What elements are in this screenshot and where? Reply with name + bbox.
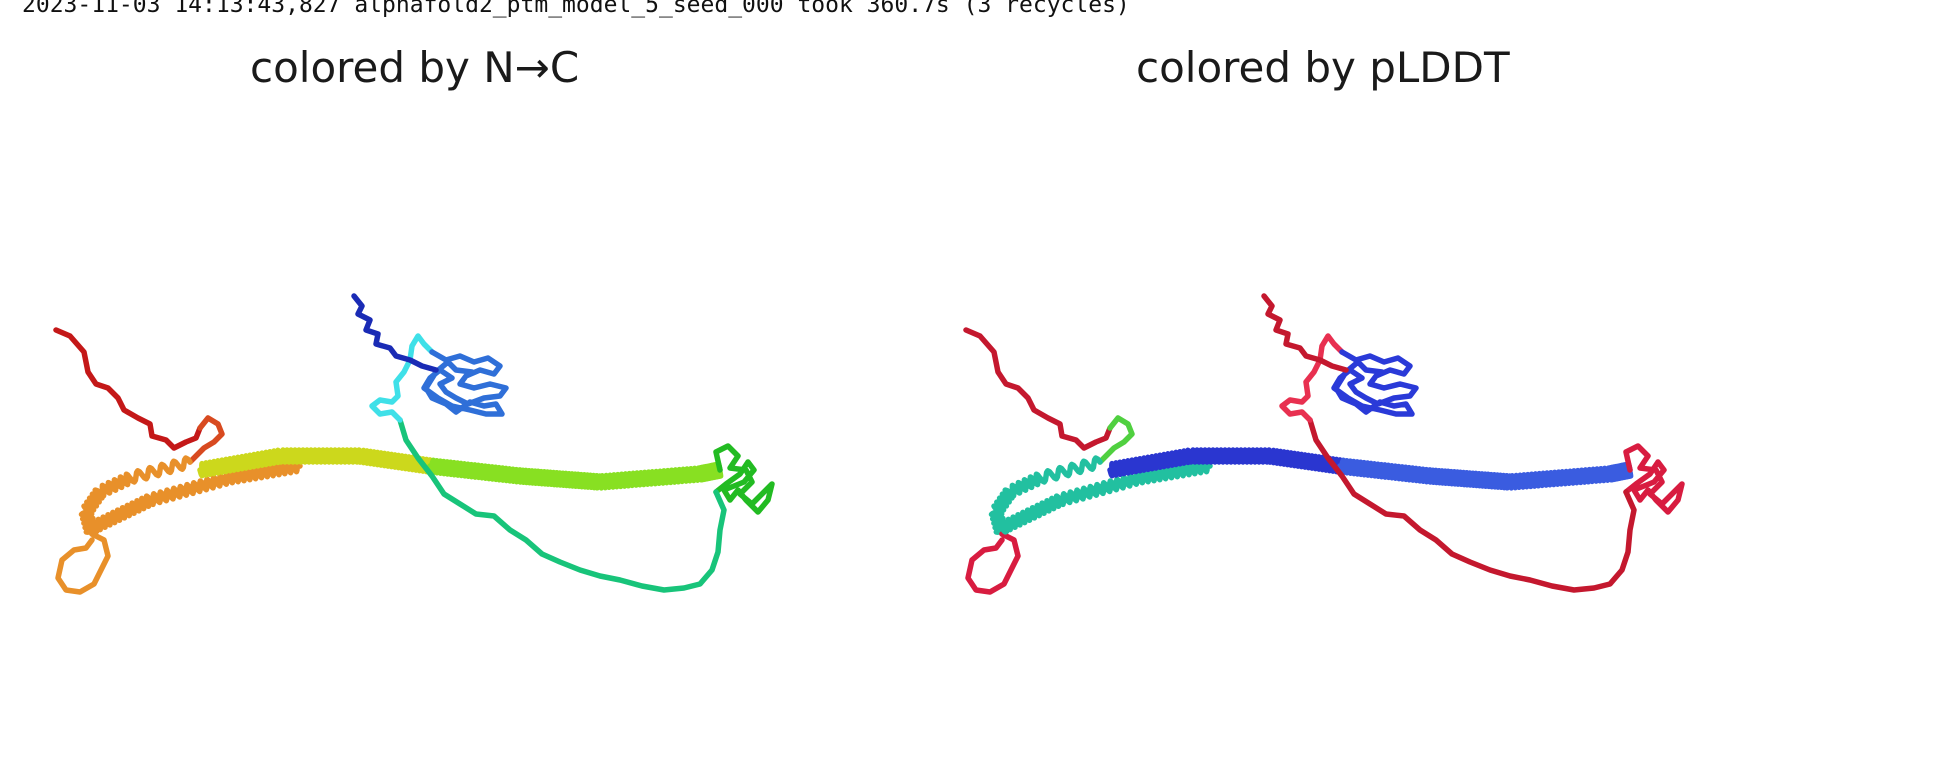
- linker-segment: [1307, 417, 1637, 593]
- linker-segment: [397, 417, 727, 593]
- bottom-loop-segment: [55, 531, 111, 595]
- central-helix-segment: [1107, 447, 1343, 479]
- protein-structure-plddt: [963, 293, 1685, 595]
- panel-title-n-to-c: colored by N→C: [250, 43, 580, 92]
- lower-helix-segment: [999, 458, 1213, 535]
- globular-domain-segment: [1331, 349, 1419, 417]
- domain-loop-segment: [369, 333, 435, 423]
- c-region-knot-segment: [713, 443, 775, 515]
- helix-turn-segment: [187, 415, 225, 465]
- helix-c-end-segment: [427, 457, 724, 491]
- c-region-knot-segment: [1623, 443, 1685, 515]
- globular-domain-segment: [421, 349, 509, 417]
- domain-loop-segment: [1279, 333, 1345, 423]
- c-terminal-tail-segment: [963, 327, 1113, 451]
- c-terminal-tail-segment: [53, 327, 203, 451]
- helix-n-end-segment: [78, 455, 193, 537]
- helix-c-end-segment: [1337, 457, 1634, 491]
- n-terminal-tail-segment: [351, 293, 439, 373]
- protein-structure-n-to-c: [53, 293, 775, 595]
- central-helix-segment: [197, 447, 433, 479]
- bottom-loop-segment: [965, 531, 1021, 595]
- run-log-line: 2023-11-03 14:13:43,827 alphafold2_ptm_m…: [22, 0, 1130, 18]
- n-terminal-tail-segment: [1261, 293, 1349, 373]
- lower-helix-segment: [89, 458, 303, 535]
- helix-turn-segment: [1097, 415, 1135, 465]
- helix-n-end-segment: [988, 455, 1103, 537]
- panel-title-plddt: colored by pLDDT: [1136, 43, 1510, 92]
